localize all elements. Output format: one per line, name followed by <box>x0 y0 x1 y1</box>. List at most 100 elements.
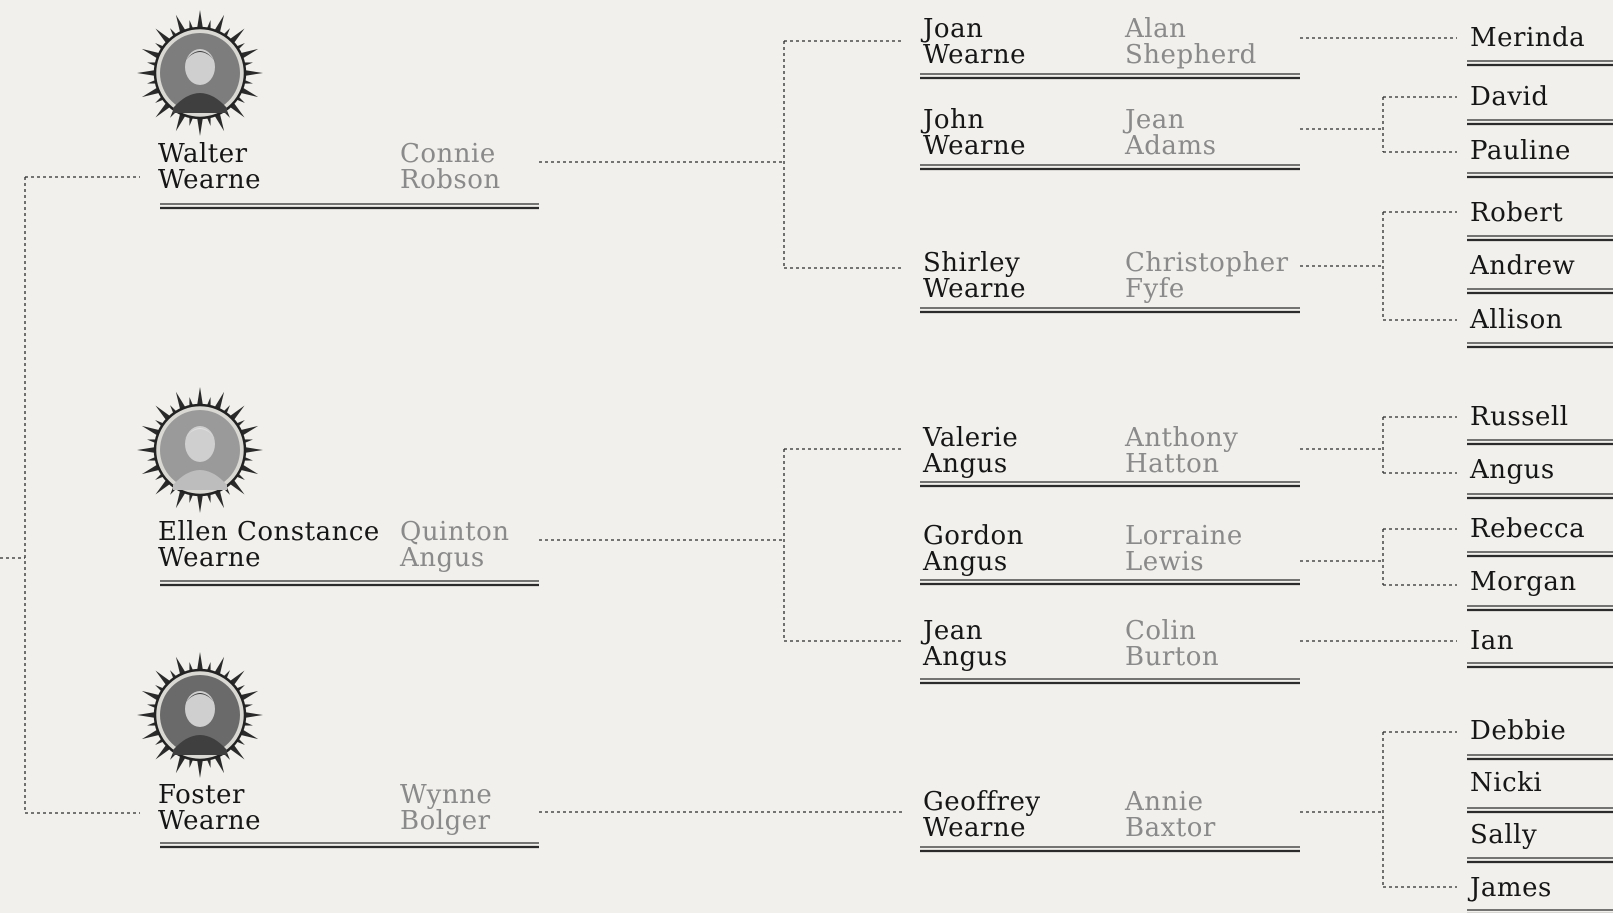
grandchild-merinda[interactable]: Merinda <box>1470 23 1586 53</box>
joan-first-name: Joan <box>923 14 984 44</box>
grandchild-rebecca[interactable]: Rebecca <box>1470 514 1586 544</box>
annie-last-name: Baxtor <box>1125 813 1216 843</box>
portrait-face <box>185 691 215 727</box>
ellen-first-name: Ellen Constance <box>158 517 380 547</box>
sunburst-ray <box>196 387 204 409</box>
colin-name[interactable]: Colin Burton <box>1125 618 1219 670</box>
sunburst-frame-icon <box>137 10 263 136</box>
grandchild-james[interactable]: James <box>1470 873 1552 903</box>
sunburst-ray <box>137 446 159 454</box>
connie-name[interactable]: Connie Robson <box>400 141 501 193</box>
sunburst-ray <box>196 491 204 513</box>
anthony-last-name: Hatton <box>1125 449 1220 479</box>
anthony-name[interactable]: Anthony Hatton <box>1125 425 1238 477</box>
jean-adams-name[interactable]: Jean Adams <box>1125 107 1216 159</box>
grandchild-andrew[interactable]: Andrew <box>1470 251 1576 281</box>
shirley-name[interactable]: Shirley Wearne <box>923 250 1026 302</box>
jean-adams-last-name: Adams <box>1125 131 1217 161</box>
connie-last-name: Robson <box>400 165 501 195</box>
lorraine-first-name: Lorraine <box>1125 521 1243 551</box>
colin-first-name: Colin <box>1125 616 1197 646</box>
foster-last-name: Wearne <box>158 806 262 836</box>
geoffrey-last-name: Wearne <box>923 813 1027 843</box>
colin-last-name: Burton <box>1125 642 1220 672</box>
john-name[interactable]: John Wearne <box>923 107 1026 159</box>
valerie-name[interactable]: Valerie Angus <box>923 425 1018 477</box>
alan-name[interactable]: Alan Shepherd <box>1125 16 1257 68</box>
alan-last-name: Shepherd <box>1125 40 1257 70</box>
quinton-last-name: Angus <box>400 543 485 573</box>
ellen-last-name: Wearne <box>158 543 262 573</box>
ellen-name[interactable]: Ellen Constance Wearne <box>158 519 380 571</box>
geoffrey-name[interactable]: Geoffrey Wearne <box>923 789 1041 841</box>
portrait-hair <box>183 51 217 64</box>
gordon-name[interactable]: Gordon Angus <box>923 523 1024 575</box>
annie-name[interactable]: Annie Baxtor <box>1125 789 1216 841</box>
grandchild-morgan[interactable]: Morgan <box>1470 567 1577 597</box>
christopher-first-name: Christopher <box>1125 248 1289 278</box>
wynne-last-name: Bolger <box>400 806 491 836</box>
foster-first-name: Foster <box>158 780 245 810</box>
geoffrey-first-name: Geoffrey <box>923 787 1041 817</box>
sunburst-ray <box>196 756 204 778</box>
walter-portrait-medallion <box>135 8 265 138</box>
jean-adams-first-name: Jean <box>1125 105 1186 135</box>
grandchild-allison[interactable]: Allison <box>1470 305 1563 335</box>
sunburst-ray <box>137 711 159 719</box>
anthony-first-name: Anthony <box>1125 423 1239 453</box>
connie-first-name: Connie <box>400 139 496 169</box>
walter-first-name: Walter <box>158 139 248 169</box>
sunburst-ray <box>196 652 204 674</box>
foster-name[interactable]: Foster Wearne <box>158 782 261 834</box>
christopher-last-name: Fyfe <box>1125 274 1185 304</box>
john-last-name: Wearne <box>923 131 1027 161</box>
sunburst-ray <box>196 10 204 32</box>
sunburst-ray <box>241 446 263 454</box>
grandchild-david[interactable]: David <box>1470 82 1549 112</box>
sunburst-ray <box>137 69 159 77</box>
ellen-portrait-medallion <box>135 385 265 515</box>
quinton-name[interactable]: Quinton Angus <box>400 519 509 571</box>
lorraine-name[interactable]: Lorraine Lewis <box>1125 523 1243 575</box>
quinton-first-name: Quinton <box>400 517 510 547</box>
sunburst-ray <box>196 114 204 136</box>
sunburst-frame-icon <box>137 652 263 778</box>
shirley-first-name: Shirley <box>923 248 1021 278</box>
gordon-first-name: Gordon <box>923 521 1024 551</box>
portrait-face <box>185 426 215 462</box>
grandchild-ian[interactable]: Ian <box>1470 626 1515 656</box>
gordon-last-name: Angus <box>923 547 1008 577</box>
grandchild-pauline[interactable]: Pauline <box>1470 136 1571 166</box>
sunburst-ray <box>241 69 263 77</box>
alan-first-name: Alan <box>1125 14 1187 44</box>
grandchild-debbie[interactable]: Debbie <box>1470 716 1567 746</box>
shirley-last-name: Wearne <box>923 274 1027 304</box>
christopher-name[interactable]: Christopher Fyfe <box>1125 250 1289 302</box>
portrait-hair <box>183 428 217 441</box>
annie-first-name: Annie <box>1125 787 1204 817</box>
valerie-first-name: Valerie <box>923 423 1019 453</box>
lorraine-last-name: Lewis <box>1125 547 1205 577</box>
grandchild-angus[interactable]: Angus <box>1470 455 1555 485</box>
portrait-face <box>185 49 215 85</box>
foster-portrait-medallion <box>135 650 265 780</box>
valerie-last-name: Angus <box>923 449 1008 479</box>
jean-angus-last-name: Angus <box>923 642 1008 672</box>
grandchild-russell[interactable]: Russell <box>1470 402 1569 432</box>
grandchild-robert[interactable]: Robert <box>1470 198 1564 228</box>
sunburst-ray <box>241 711 263 719</box>
walter-last-name: Wearne <box>158 165 262 195</box>
walter-name[interactable]: Walter Wearne <box>158 141 261 193</box>
sunburst-frame-icon <box>137 387 263 513</box>
grandchild-nicki[interactable]: Nicki <box>1470 768 1543 798</box>
portrait-body <box>173 93 227 113</box>
portrait-hair <box>183 693 217 706</box>
jean-angus-name[interactable]: Jean Angus <box>923 618 1008 670</box>
wynne-name[interactable]: Wynne Bolger <box>400 782 492 834</box>
portrait-body <box>173 735 227 755</box>
grandchild-sally[interactable]: Sally <box>1470 820 1538 850</box>
joan-last-name: Wearne <box>923 40 1027 70</box>
joan-name[interactable]: Joan Wearne <box>923 16 1026 68</box>
